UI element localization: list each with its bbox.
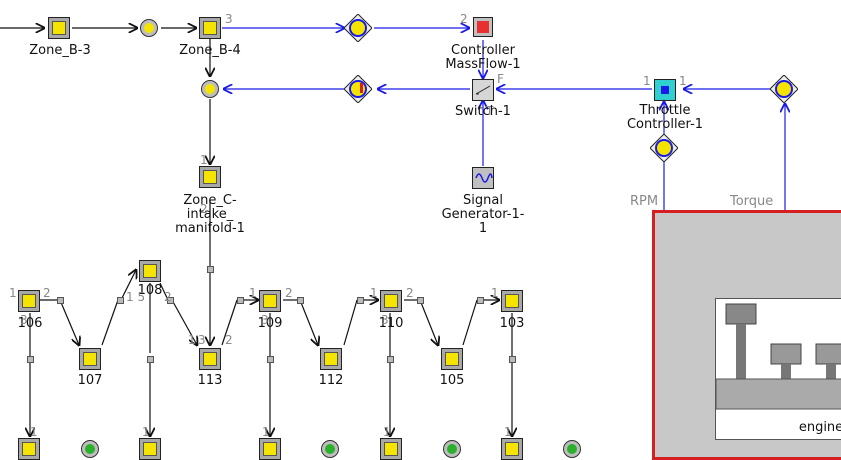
- port-number: 1 5: [126, 290, 146, 304]
- port-number: 3: [381, 313, 389, 327]
- connector-node[interactable]: [57, 297, 64, 304]
- component-109-label: 109: [257, 316, 283, 331]
- switch-block[interactable]: [472, 79, 494, 101]
- throttle-controller-label: Throttle Controller-1: [626, 103, 704, 132]
- port-number: 2: [164, 290, 172, 304]
- connector-node[interactable]: [267, 356, 274, 363]
- connector-node[interactable]: [357, 297, 364, 304]
- component-112-block[interactable]: [320, 348, 342, 370]
- port-number: 1: [9, 286, 17, 300]
- engine-panel[interactable]: engine: [652, 210, 841, 460]
- engine-label: engine: [798, 420, 841, 435]
- port-number: 1: [142, 425, 150, 439]
- valve-icon[interactable]: [443, 440, 461, 458]
- actuator-diamond-icon[interactable]: [344, 75, 372, 103]
- signal-generator-block[interactable]: [472, 167, 494, 189]
- engine-image: engine: [715, 298, 841, 440]
- zone-b3-label: Zone_B-3: [29, 43, 91, 58]
- port-number: 2: [406, 286, 414, 300]
- port-number: 2: [285, 286, 293, 300]
- connector-node[interactable]: [167, 297, 174, 304]
- switch-label: Switch-1: [455, 104, 511, 119]
- connector-node[interactable]: [27, 356, 34, 363]
- component-107-label: 107: [77, 373, 103, 388]
- connector-node[interactable]: [477, 297, 484, 304]
- port-number: 2: [43, 286, 51, 300]
- port-number: 1: [188, 333, 196, 347]
- zone-b4-port: 3: [225, 12, 233, 26]
- port-number: 1: [504, 425, 512, 439]
- connector-node[interactable]: [417, 297, 424, 304]
- port-number: 1: [491, 286, 499, 300]
- component-105-label: 105: [439, 373, 465, 388]
- connector-node[interactable]: [117, 297, 124, 304]
- connector-node[interactable]: [387, 356, 394, 363]
- component-106-label: 106: [17, 316, 43, 331]
- zone-c-block[interactable]: [199, 166, 221, 188]
- port-number: 3: [198, 333, 206, 347]
- connector-node[interactable]: [237, 297, 244, 304]
- zone-b4-label: Zone_B-4: [179, 43, 241, 58]
- junction-icon[interactable]: [140, 19, 158, 37]
- port-number: 3: [261, 313, 269, 327]
- controller-massflow-block[interactable]: [473, 17, 493, 37]
- bottom-block[interactable]: [380, 438, 402, 460]
- throttle-controller-block[interactable]: [654, 79, 676, 101]
- component-108-label: 108: [137, 283, 163, 298]
- component-103-label: 103: [499, 316, 525, 331]
- component-105-block[interactable]: [441, 348, 463, 370]
- component-113-label: 113: [197, 373, 223, 388]
- switch-port-t: T: [486, 104, 494, 118]
- component-110-block[interactable]: [380, 290, 402, 312]
- rpm-port-label: RPM: [630, 194, 659, 209]
- connector-node[interactable]: [297, 297, 304, 304]
- zone-b3-block[interactable]: [48, 17, 70, 39]
- valve-icon[interactable]: [563, 440, 581, 458]
- controller-port: 2: [460, 12, 468, 26]
- connector-node[interactable]: [509, 356, 516, 363]
- component-110-label: 110: [378, 316, 404, 331]
- component-112-label: 112: [318, 373, 344, 388]
- switch-port-f: F: [497, 72, 504, 86]
- zone-c-label: Zone_C- intake_ manifold-1: [175, 193, 245, 236]
- zone-b4-block[interactable]: [199, 17, 221, 39]
- zone-c-port2: 2: [200, 202, 208, 216]
- component-113-block[interactable]: [199, 348, 221, 370]
- connector-node[interactable]: [147, 356, 154, 363]
- throttle-port-out: 1: [679, 74, 687, 88]
- component-107-block[interactable]: [79, 348, 101, 370]
- bottom-block[interactable]: [18, 438, 40, 460]
- component-109-block[interactable]: [259, 290, 281, 312]
- zone-c-port: 1: [200, 153, 208, 167]
- signal-generator-label: Signal Generator-1- 1: [441, 193, 525, 236]
- bottom-block[interactable]: [501, 438, 523, 460]
- bottom-block[interactable]: [139, 438, 161, 460]
- rpm-sensor-diamond-icon[interactable]: [650, 134, 678, 162]
- throttle-port-in: 1: [643, 74, 651, 88]
- component-103-block[interactable]: [501, 290, 523, 312]
- component-108-block[interactable]: [139, 260, 161, 282]
- port-number: 3: [20, 313, 28, 327]
- torque-port-label: Torque: [730, 194, 774, 209]
- component-106-block[interactable]: [18, 290, 40, 312]
- torque-sensor-diamond-icon[interactable]: [770, 75, 798, 103]
- port-number: 1: [383, 425, 391, 439]
- port-number: 2: [225, 333, 233, 347]
- connector-node[interactable]: [207, 266, 214, 273]
- valve-icon[interactable]: [321, 440, 339, 458]
- bottom-block[interactable]: [259, 438, 281, 460]
- sensor-diamond-icon[interactable]: [344, 14, 372, 42]
- port-number: 1: [249, 286, 257, 300]
- port-number: 1: [30, 425, 38, 439]
- controller-massflow-label: Controller MassFlow-1: [445, 43, 521, 72]
- port-number: 1: [370, 286, 378, 300]
- junction-icon[interactable]: [201, 80, 219, 98]
- valve-icon[interactable]: [81, 440, 99, 458]
- port-number: 1: [262, 425, 270, 439]
